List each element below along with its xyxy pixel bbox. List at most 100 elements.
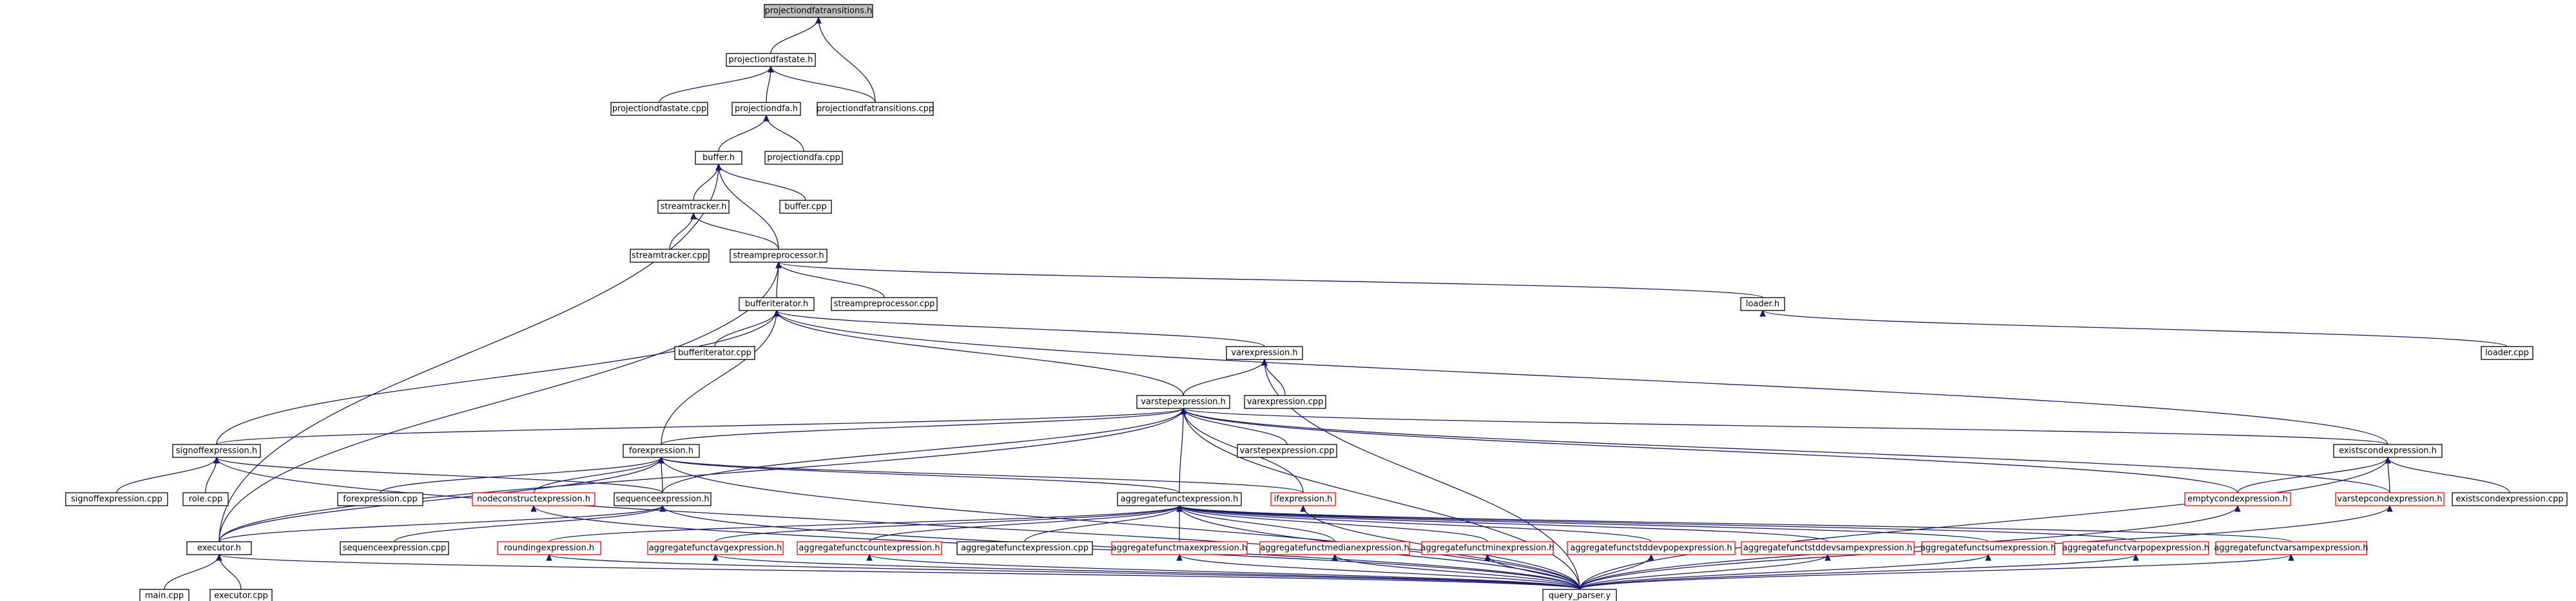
edge-line	[661, 310, 777, 445]
node-aggregatefunctminexpression-h[interactable]: aggregatefunctminexpression.h	[1420, 541, 1554, 555]
edge-signoffexpression-h-to-bufferiterator-h	[216, 309, 780, 445]
arrowhead-icon	[712, 553, 719, 561]
node-varexpression-cpp[interactable]: varexpression.cpp	[1244, 395, 1326, 409]
node-executor-cpp[interactable]: executor.cpp	[209, 589, 273, 601]
node-projectiondfa-h[interactable]: projectiondfa.h	[731, 102, 801, 116]
node-aggregatefunctstddevsampexpression-h[interactable]: aggregatefunctstddevsampexpression.h	[1741, 541, 1915, 555]
edge-line	[770, 17, 819, 54]
edge-signoffexpression-cpp-to-signoffexpression-h	[116, 456, 220, 493]
node-forexpression-cpp[interactable]: forexpression.cpp	[337, 492, 423, 506]
node-aggregatefunctexpression-h[interactable]: aggregatefunctexpression.h	[1117, 492, 1242, 506]
edge-line	[1183, 408, 2238, 493]
edge-line	[1179, 505, 1335, 542]
node-varstepexpression-h[interactable]: varstepexpression.h	[1136, 395, 1230, 409]
node-sequenceexpression-h[interactable]: sequenceexpression.h	[614, 492, 712, 506]
edge-query-parser-y-to-forexpression-h	[658, 456, 1580, 590]
node-box	[623, 444, 700, 458]
node-aggregatefunctmaxexpression-h[interactable]: aggregatefunctmaxexpression.h	[1111, 541, 1248, 555]
node-aggregatefunctsumexpression-h[interactable]: aggregatefunctsumexpression.h	[1921, 541, 2056, 555]
edge-existscondexpression-h-to-varstepexpression-h	[1180, 407, 2388, 445]
node-label: loader.h	[1746, 300, 1779, 309]
edge-line	[1024, 505, 1180, 542]
node-streamtracker-h[interactable]: streamtracker.h	[657, 200, 730, 214]
edge-query-parser-y-to-varstepexpression-h	[1180, 407, 1580, 590]
node-varstepexpression-cpp[interactable]: varstepexpression.cpp	[1237, 444, 1337, 458]
node-projectiondfastate-cpp[interactable]: projectiondfastate.cpp	[610, 102, 708, 116]
edge-buffer-cpp-to-buffer-h	[715, 163, 806, 201]
edge-line	[548, 554, 1580, 590]
node-executor-h[interactable]: executor.h	[186, 541, 252, 555]
node-aggregatefunctvarpopexpression-h[interactable]: aggregatefunctvarpopexpression.h	[2062, 541, 2209, 555]
node-bufferiterator-cpp[interactable]: bufferiterator.cpp	[674, 346, 755, 360]
node-label: executor.h	[197, 544, 241, 553]
arrowhead-icon	[659, 504, 666, 512]
edge-query-parser-y-to-executor-h	[216, 553, 1580, 590]
node-existscondexpression-cpp[interactable]: existscondexpression.cpp	[2452, 492, 2568, 506]
node-bufferiterator-h[interactable]: bufferiterator.h	[739, 297, 815, 311]
node-aggregatefunctmedianexpression-h[interactable]: aggregatefunctmedianexpression.h	[1259, 541, 1410, 555]
edge-line	[1487, 554, 1580, 590]
node-streamtracker-cpp[interactable]: streamtracker.cpp	[630, 249, 710, 263]
node-signoffexpression-h[interactable]: signoffexpression.h	[172, 444, 261, 458]
edge-existscondexpression-h-to-bufferiterator-h	[773, 309, 2388, 445]
node-box	[1270, 492, 1336, 506]
edge-line	[1179, 505, 1652, 542]
node-streampreprocessor-cpp[interactable]: streampreprocessor.cpp	[831, 297, 938, 311]
node-box	[1136, 395, 1230, 409]
node-aggregatefunctvarsampexpression-h[interactable]: aggregatefunctvarsampexpression.h	[2214, 541, 2368, 555]
node-emptycondexpression-h[interactable]: emptycondexpression.h	[2184, 492, 2291, 506]
node-varstepcondexpression-h[interactable]: varstepcondexpression.h	[2335, 492, 2445, 506]
edge-emptycondexpression-h-to-varstepexpression-h	[1180, 407, 2238, 493]
node-label: query_parser.y	[1549, 591, 1611, 601]
node-role-cpp[interactable]: role.cpp	[182, 492, 229, 506]
arrowhead-icon	[715, 163, 722, 171]
node-query-parser-y[interactable]: query_parser.y	[1542, 589, 1617, 601]
node-label: aggregatefunctvarpopexpression.h	[2062, 544, 2209, 553]
node-box	[472, 492, 596, 506]
node-sequenceexpression-cpp[interactable]: sequenceexpression.cpp	[340, 541, 449, 555]
edge-line	[1179, 408, 1184, 493]
node-streampreprocessor-h[interactable]: streampreprocessor.h	[730, 249, 828, 263]
edge-projectiondfastate-cpp-to-projectiondfastate-h	[659, 65, 774, 103]
edge-line	[766, 115, 804, 152]
edge-line	[662, 408, 1184, 493]
node-aggregatefunctavgexpression-h[interactable]: aggregatefunctavgexpression.h	[647, 541, 784, 555]
node-existscondexpression-h[interactable]: existscondexpression.h	[2333, 444, 2443, 458]
node-label: aggregatefunctstddevpopexpression.h	[1570, 544, 1732, 553]
node-box	[779, 200, 832, 214]
node-projectiondfa-cpp[interactable]: projectiondfa.cpp	[764, 151, 843, 165]
node-varexpression-h[interactable]: varexpression.h	[1226, 346, 1303, 360]
node-buffer-h[interactable]: buffer.h	[695, 151, 742, 165]
node-label: aggregatefunctminexpression.h	[1420, 544, 1554, 553]
edge-line	[1334, 554, 1580, 590]
edge-line	[818, 17, 876, 103]
node-aggregatefunctexpression-cpp[interactable]: aggregatefunctexpression.cpp	[956, 541, 1093, 555]
node-projectiondfatransitions-cpp[interactable]: projectiondfatransitions.cpp	[817, 102, 934, 116]
node-forexpression-h[interactable]: forexpression.h	[623, 444, 700, 458]
arrowhead-icon	[546, 553, 552, 561]
node-aggregatefunctcountexpression-h[interactable]: aggregatefunctcountexpression.h	[797, 541, 942, 555]
node-ifexpression-h[interactable]: ifexpression.h	[1270, 492, 1336, 506]
edge-query-parser-y-to-roundingexpression-h	[546, 553, 1580, 590]
node-loader-cpp[interactable]: loader.cpp	[2481, 346, 2533, 360]
node-label: aggregatefunctcountexpression.h	[799, 544, 940, 553]
node-nodeconstructexpression-h[interactable]: nodeconstructexpression.h	[472, 492, 596, 506]
node-roundingexpression-h[interactable]: roundingexpression.h	[497, 541, 601, 555]
node-loader-h[interactable]: loader.h	[1740, 297, 1785, 311]
arrowhead-icon	[815, 16, 822, 24]
edge-forexpression-h-to-bufferiterator-h	[661, 309, 780, 445]
node-buffer-cpp[interactable]: buffer.cpp	[779, 200, 832, 214]
edge-line	[1179, 505, 2136, 542]
node-main-cpp[interactable]: main.cpp	[139, 589, 189, 601]
edge-line	[533, 457, 662, 493]
edge-line	[1579, 554, 1652, 590]
node-label: streampreprocessor.cpp	[834, 300, 935, 309]
node-label: aggregatefunctavgexpression.h	[649, 544, 782, 553]
node-box	[209, 589, 273, 601]
edge-line	[218, 505, 663, 542]
node-projectiondfastate-h[interactable]: projectiondfastate.h	[726, 53, 816, 67]
node-label: projectiondfastate.cpp	[612, 104, 706, 114]
node-signoffexpression-cpp[interactable]: signoffexpression.cpp	[65, 492, 168, 506]
node-aggregatefunctstddevpopexpression-h[interactable]: aggregatefunctstddevpopexpression.h	[1567, 541, 1736, 555]
edge-line	[718, 164, 779, 250]
